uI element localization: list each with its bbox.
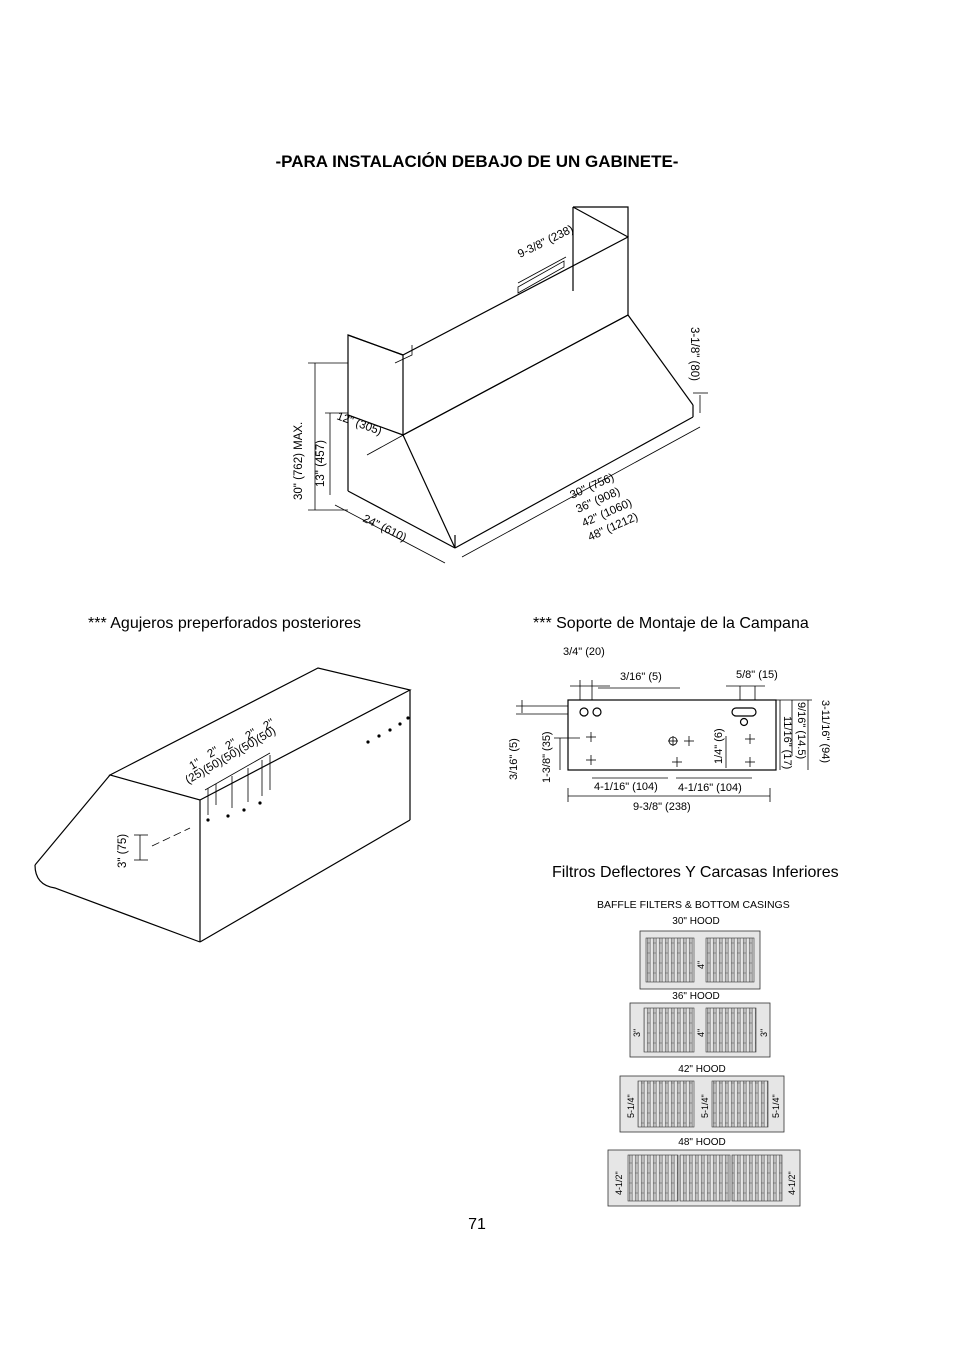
- dim-depth: 24" (610): [361, 513, 409, 544]
- hood-42-label: 42" HOOD: [678, 1064, 725, 1075]
- bracket-dim-d3: 5/8" (15): [736, 669, 778, 681]
- svg-text:4": 4": [696, 961, 706, 969]
- filters-caption: Filtros Deflectores Y Carcasas Inferiore…: [552, 864, 839, 881]
- dim-height: 13" (457): [315, 440, 327, 487]
- filters-diagram: BAFFLE FILTERS & BOTTOM CASINGS 30" HOOD…: [597, 899, 801, 1207]
- dim-lip: 3-1/8" (80): [688, 327, 700, 381]
- bracket-dim-d11: 4-1/16" (104): [678, 782, 742, 794]
- bracket-dim-d4: 3-11/16" (94): [819, 700, 831, 763]
- bracket-dim-d1: 3/4" (20): [563, 646, 605, 658]
- rear-dim-mm: (25)(50)(50)(50)(50): [184, 725, 279, 787]
- svg-text:3": 3": [759, 1029, 769, 1037]
- bracket-plate: [567, 699, 777, 771]
- hood-48-label: 48" HOOD: [678, 1137, 725, 1148]
- svg-text:4": 4": [696, 1029, 706, 1037]
- hood-30-label: 30" HOOD: [672, 916, 719, 927]
- svg-text:4-1/2": 4-1/2": [787, 1171, 797, 1195]
- bracket-dim-d6: 11/16" (17): [781, 716, 793, 769]
- chimney-front: [402, 236, 629, 436]
- svg-text:5-1/4": 5-1/4": [626, 1094, 636, 1118]
- bracket-dim-d12: 9-3/8" (238): [633, 801, 691, 813]
- bracket-dim-d10: 4-1/16" (104): [594, 781, 658, 793]
- rear-holes-diagram: 1" 2" 2" 2" 2" (25)(50)(50)(50)(50) 3" (…: [34, 667, 412, 943]
- bracket-caption: *** Soporte de Montaje de la Campana: [533, 615, 809, 632]
- bracket-dim-d8: 1-3/8" (35): [541, 731, 553, 783]
- dim-chimney: 9-3/8" (238): [516, 223, 576, 260]
- svg-text:5-1/4": 5-1/4": [771, 1094, 781, 1118]
- hood-36-label: 36" HOOD: [672, 991, 719, 1002]
- rear-dim-4: 2": [244, 727, 259, 743]
- rear-dim-3: 2": [224, 737, 239, 753]
- bracket-dim-d9: 1/4" (6): [713, 728, 725, 764]
- svg-text:3": 3": [632, 1029, 642, 1037]
- rear-holes-caption: *** Agujeros preperforados posteriores: [88, 615, 362, 632]
- rear-dim-1: 1": [188, 757, 203, 773]
- bracket-dim-d7: 3/16" (5): [508, 738, 520, 780]
- hood-isometric-diagram: 9-3/8" (238) 12" (305) 30" (762) MAX. 13…: [293, 206, 708, 564]
- rear-dim-vertical: 3" (75): [117, 834, 129, 868]
- dim-depth-top: 12" (305): [335, 411, 383, 438]
- rear-dim-5: 2": [262, 717, 277, 733]
- svg-text:5-1/4": 5-1/4": [700, 1094, 710, 1118]
- bracket-dim-d5: 9/16" (14.5): [795, 702, 807, 759]
- bracket-dim-d2: 3/16" (5): [620, 671, 662, 683]
- bracket-diagram: 3/4" (20) 3/16" (5) 5/8" (15) 3-11/16" (…: [508, 646, 831, 813]
- dim-height-max: 30" (762) MAX.: [293, 422, 305, 500]
- rear-dim-2: 2": [206, 745, 221, 761]
- page-title: -PARA INSTALACIÓN DEBAJO DE UN GABINETE-: [275, 152, 679, 171]
- filters-heading: BAFFLE FILTERS & BOTTOM CASINGS: [597, 899, 790, 911]
- page-number: 71: [468, 1216, 486, 1233]
- svg-text:4-1/2": 4-1/2": [614, 1171, 624, 1195]
